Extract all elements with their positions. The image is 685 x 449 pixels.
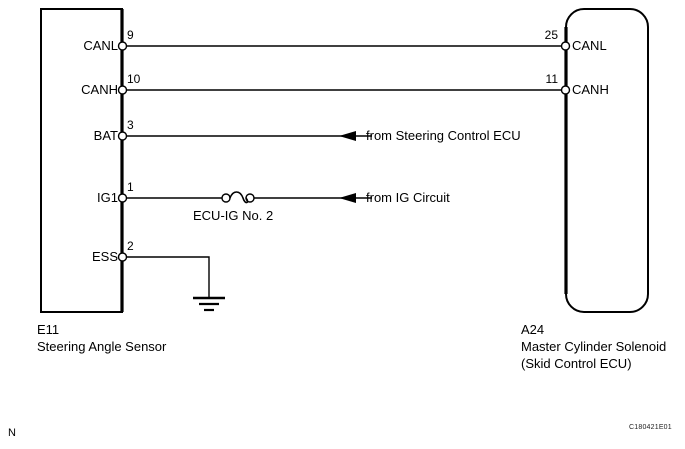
pin-number-canl-right: 25 [544, 28, 558, 42]
pin-label-ess: ESS [91, 249, 118, 264]
pin-terminal-ess [117, 252, 128, 262]
pin-number-canl-left: 9 [127, 28, 134, 42]
corner-mark: N [8, 427, 16, 439]
fuse-label: ECU-IG No. 2 [193, 208, 274, 223]
pin-terminal-bat [117, 131, 128, 141]
right-connector-name-secondary: (Skid Control ECU) [521, 356, 632, 371]
pin-number-ig1: 1 [127, 180, 134, 194]
pin-terminal-canl-right [560, 41, 571, 51]
fuse-terminal-left [221, 193, 231, 203]
pin-terminal-canl-left [117, 41, 128, 51]
pin-number-canh-right: 11 [545, 72, 558, 86]
pin-label-bat: BAT [93, 128, 118, 143]
document-reference-code: C180421E01 [629, 424, 672, 431]
pin-terminal-canh-left [117, 85, 128, 95]
arrowhead-bat [339, 131, 356, 141]
left-connector-id: E11 [37, 322, 60, 337]
fuse-element-icon [229, 191, 249, 204]
pin-number-canh-left: 10 [127, 72, 141, 86]
left-connector-body [40, 8, 123, 313]
pin-label-canh-right: CANH [572, 82, 609, 97]
pin-number-bat: 3 [127, 118, 134, 132]
right-connector-id: A24 [521, 322, 545, 337]
annotation-from-steering-control-ecu: from Steering Control ECU [366, 128, 521, 143]
left-connector-name: Steering Angle Sensor [37, 339, 167, 354]
right-connector-body [565, 8, 649, 313]
wire-ess-ground [126, 256, 210, 297]
pin-terminal-canh-right [560, 85, 571, 95]
right-connector-name: Master Cylinder Solenoid [521, 339, 667, 354]
arrowhead-ig1 [339, 193, 356, 203]
annotation-from-ig-circuit: from IG Circuit [366, 190, 450, 205]
pin-label-ig1: IG1 [97, 190, 118, 205]
pin-label-canl-right: CANL [572, 38, 607, 53]
pin-label-canh-left: CANH [81, 82, 118, 97]
pin-label-canl-left: CANL [83, 38, 118, 53]
pin-number-ess: 2 [127, 239, 134, 253]
pin-terminal-ig1 [117, 193, 128, 203]
